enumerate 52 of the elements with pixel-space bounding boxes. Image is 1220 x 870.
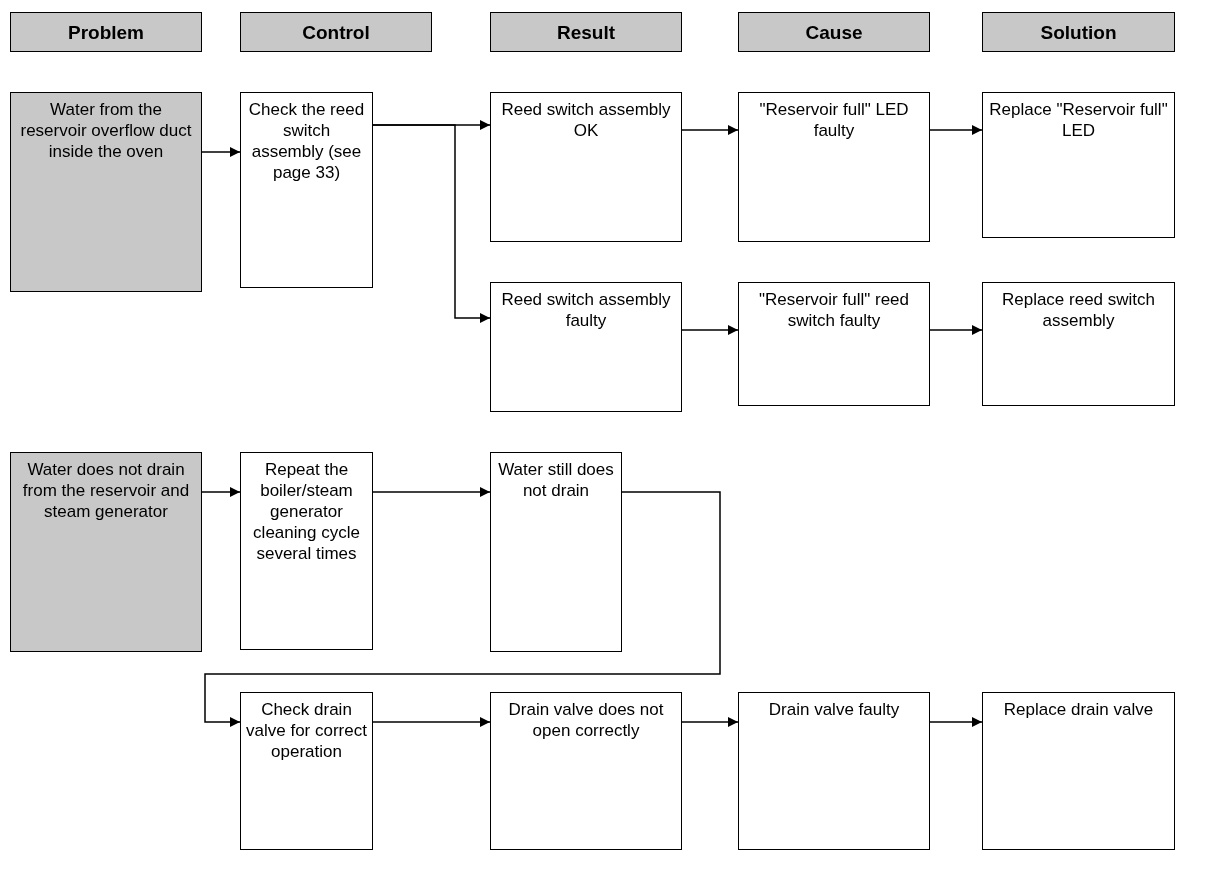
process-box — [240, 92, 373, 288]
box-text: Drain valve does not open correctly — [507, 699, 665, 741]
box-text: Reed switch assembly OK — [500, 99, 672, 141]
box-text: "Reservoir full" LED faulty — [758, 99, 910, 141]
process-box — [982, 92, 1175, 238]
header-text: Solution — [1039, 22, 1118, 43]
box-text: Drain valve faulty — [767, 699, 901, 720]
process-box — [982, 692, 1175, 850]
process-box — [240, 692, 373, 850]
header-text: Cause — [804, 22, 864, 43]
arrow — [372, 717, 491, 727]
process-box — [490, 452, 622, 652]
process-box — [738, 692, 930, 850]
problem-box — [10, 452, 202, 652]
column-header — [490, 12, 682, 52]
process-box — [982, 282, 1175, 406]
header-text: Problem — [67, 22, 145, 43]
problem-box — [10, 92, 202, 292]
column-header — [738, 12, 930, 52]
box-text: "Reservoir full" reed switch faulty — [758, 289, 910, 331]
box-text: Replace "Reservoir full" LED — [988, 99, 1169, 141]
arrow — [929, 325, 983, 335]
header-text: Control — [301, 22, 371, 43]
arrow — [372, 487, 491, 497]
arrow — [372, 124, 491, 323]
arrow — [929, 717, 983, 727]
box-text: Water does not drain from the reservoir and steam generator — [21, 459, 191, 522]
arrow — [681, 717, 739, 727]
arrow — [201, 487, 241, 497]
box-text: Replace drain valve — [1002, 699, 1155, 720]
box-text: Reed switch assembly faulty — [500, 289, 672, 331]
arrow — [681, 325, 739, 335]
box-text: Repeat the boiler/steam generator cleaning cycle several times — [252, 459, 361, 564]
arrow — [681, 125, 739, 135]
process-box — [490, 282, 682, 412]
process-box — [490, 92, 682, 242]
column-header — [10, 12, 202, 52]
box-text: Water from the reservoir overflow duct inside the oven — [19, 99, 193, 162]
process-box — [738, 282, 930, 406]
header-text: Result — [555, 22, 617, 43]
box-text: Water still does not drain — [497, 459, 615, 501]
arrow — [929, 125, 983, 135]
process-box — [490, 692, 682, 850]
box-text: Check the reed switch assembly (see page 33) — [247, 99, 366, 183]
process-box — [240, 452, 373, 650]
column-header — [982, 12, 1175, 52]
box-text: Replace reed switch assembly — [1000, 289, 1157, 331]
arrow — [201, 147, 241, 157]
column-header — [240, 12, 432, 52]
process-box — [738, 92, 930, 242]
box-text: Check drain valve for correct operation — [246, 699, 367, 762]
arrow — [204, 491, 721, 727]
